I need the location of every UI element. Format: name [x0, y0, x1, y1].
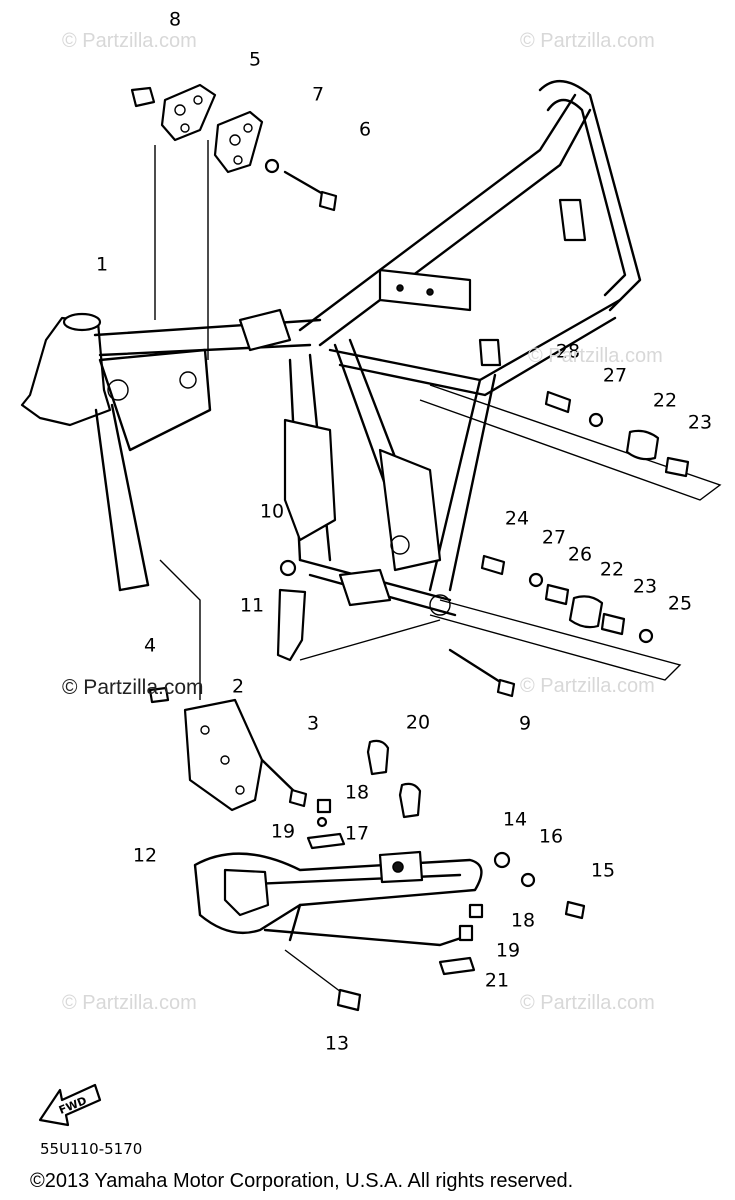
- callout-22a: 22: [652, 389, 678, 412]
- callout-24: 24: [504, 507, 530, 530]
- callout-19b: 19: [495, 939, 521, 962]
- washer-19b: [458, 924, 474, 942]
- lower-cradle: [193, 739, 586, 1012]
- watermark-center-left: © Partzilla.com: [62, 676, 204, 699]
- callout-27a: 27: [602, 364, 628, 387]
- screw-18a: [316, 798, 332, 814]
- callout-14: 14: [502, 808, 528, 831]
- callout-9: 9: [518, 712, 532, 735]
- callout-8: 8: [168, 8, 182, 31]
- callout-21: 21: [484, 969, 510, 992]
- callout-25: 25: [667, 592, 693, 615]
- bolt-24: [480, 554, 506, 576]
- bolt-6: [318, 190, 338, 212]
- pivot-hardware-upper: [419, 384, 722, 501]
- washer-19a: [316, 816, 328, 828]
- watermark-top-right: © Partzilla.com: [520, 30, 655, 52]
- nut-10: [279, 559, 297, 577]
- callout-20: 20: [405, 711, 431, 734]
- damper-20b: [398, 782, 422, 819]
- callout-12: 12: [132, 844, 158, 867]
- bracket-11: [276, 588, 307, 662]
- lower-left-hardware: [148, 559, 516, 812]
- bolt-28: [544, 390, 572, 414]
- watermark-mid-right-upper: © Partzilla.com: [528, 345, 663, 367]
- copyright-notice: ©2013 Yamaha Motor Corporation, U.S.A. A…: [30, 1170, 574, 1192]
- callout-10: 10: [259, 500, 285, 523]
- washer-16: [520, 872, 536, 888]
- nut-27b: [528, 572, 544, 588]
- bracket-5a: [160, 83, 217, 142]
- callout-16: 16: [538, 825, 564, 848]
- spacer-26: [544, 583, 570, 606]
- damper-20a: [366, 739, 390, 776]
- nut-27a: [588, 412, 604, 428]
- washer-7: [264, 158, 280, 174]
- callout-28: 28: [555, 340, 581, 363]
- callout-5: 5: [248, 48, 262, 71]
- collar-22a: [625, 429, 660, 461]
- part-code: 55U110-5170: [40, 1140, 143, 1158]
- bolt-15: [564, 900, 586, 920]
- engine-mount-parts: [130, 83, 338, 360]
- nut-25: [638, 628, 654, 644]
- callout-7: 7: [311, 83, 325, 106]
- callout-17: 17: [344, 822, 370, 845]
- watermark-mid-right-lower: © Partzilla.com: [520, 675, 655, 697]
- callout-23b: 23: [632, 575, 658, 598]
- collar-22b: [568, 595, 604, 629]
- callout-3: 3: [306, 712, 320, 735]
- bracket-5b: [213, 110, 264, 174]
- watermark-top-left: © Partzilla.com: [62, 30, 197, 52]
- screw-18b: [468, 903, 484, 919]
- bolt-9: [496, 678, 516, 698]
- callout-27b: 27: [541, 526, 567, 549]
- nut-4: [148, 686, 170, 704]
- engine-guard-2: [183, 698, 264, 812]
- watermark-bottom-left: © Partzilla.com: [62, 992, 197, 1014]
- bushing-23a: [664, 456, 690, 478]
- bolt-13: [336, 988, 362, 1012]
- nut-8: [130, 86, 156, 108]
- callout-1: 1: [95, 253, 109, 276]
- callout-22b: 22: [599, 558, 625, 581]
- clip-17: [306, 832, 346, 850]
- collar-14: [493, 851, 511, 869]
- bushing-23b: [600, 612, 626, 636]
- callout-13: 13: [324, 1032, 350, 1055]
- watermark-bottom-right: © Partzilla.com: [520, 992, 655, 1014]
- callout-11: 11: [239, 594, 265, 617]
- callout-4: 4: [143, 634, 157, 657]
- clip-21: [438, 956, 476, 976]
- callout-6: 6: [358, 118, 372, 141]
- pivot-hardware-lower: [429, 554, 682, 681]
- bolt-3: [288, 788, 308, 808]
- callout-18a: 18: [344, 781, 370, 804]
- callout-15: 15: [590, 859, 616, 882]
- callout-18b: 18: [510, 909, 536, 932]
- callout-26: 26: [567, 543, 593, 566]
- main-frame: [20, 80, 642, 617]
- callout-2: 2: [231, 675, 245, 698]
- fwd-arrow: FWD: [38, 1083, 102, 1127]
- callout-19a: 19: [270, 820, 296, 843]
- callout-23a: 23: [687, 411, 713, 434]
